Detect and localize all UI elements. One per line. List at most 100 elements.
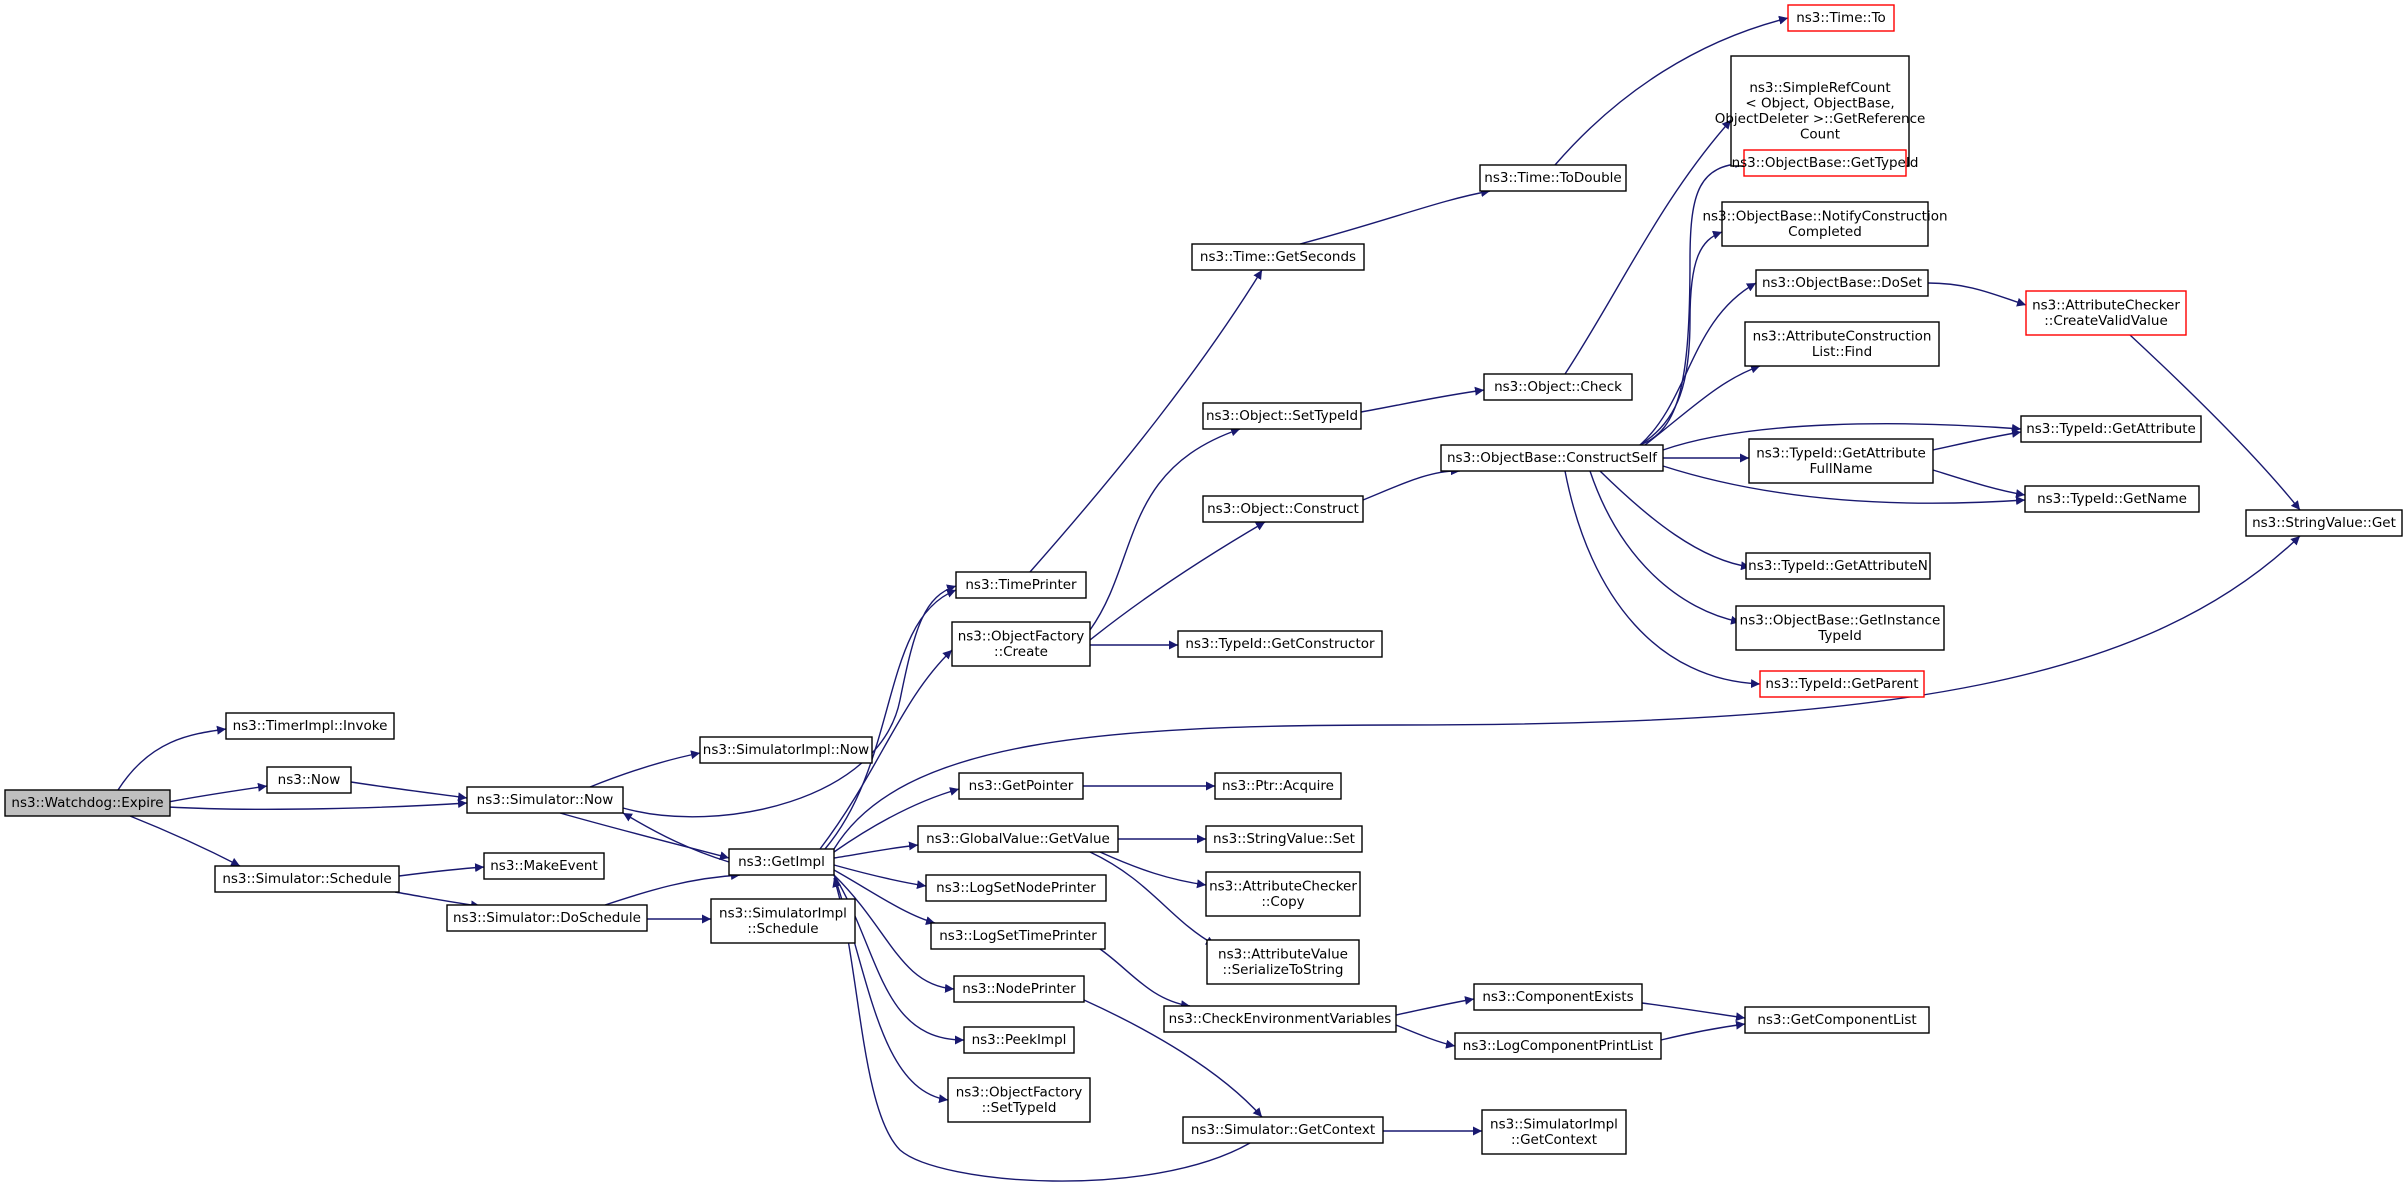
edge-now-to-sim_now bbox=[350, 781, 468, 802]
node-time-todouble[interactable]: ns3::Time::ToDouble bbox=[1479, 164, 1627, 192]
node-label: ::GetContext bbox=[1511, 1132, 1597, 1148]
node-objfactory-settypeid[interactable]: ns3::ObjectFactory::SetTypeId bbox=[947, 1077, 1091, 1123]
node-getcomponentlist[interactable]: ns3::GetComponentList bbox=[1744, 1006, 1930, 1034]
node-label: ::CreateValidValue bbox=[2044, 313, 2168, 329]
node-label: ns3::CheckEnvironmentVariables bbox=[1169, 1011, 1392, 1027]
node-box bbox=[1205, 871, 1361, 917]
node-objbase-doset[interactable]: ns3::ObjectBase::DoSet bbox=[1755, 269, 1929, 297]
node-box bbox=[1743, 149, 1907, 177]
edge-time_todouble-to-time_to bbox=[1554, 15, 1789, 166]
node-makeevent[interactable]: ns3::MakeEvent bbox=[483, 852, 605, 880]
node-logcomponentprintlist[interactable]: ns3::LogComponentPrintList bbox=[1454, 1032, 1662, 1060]
node-box bbox=[2025, 290, 2187, 336]
node-label: ns3::TypeId::GetParent bbox=[1765, 676, 1918, 692]
node-label: ns3::TypeId::GetName bbox=[2037, 491, 2187, 507]
node-label: ns3::SimulatorImpl::Now bbox=[703, 742, 869, 758]
node-attrvalue-serialize[interactable]: ns3::AttributeValue::SerializeToString bbox=[1206, 939, 1360, 985]
node-time-to[interactable]: ns3::Time::To bbox=[1787, 4, 1895, 32]
node-simimpl-getcontext[interactable]: ns3::SimulatorImpl::GetContext bbox=[1481, 1109, 1627, 1155]
node-simimpl-schedule[interactable]: ns3::SimulatorImpl::Schedule bbox=[710, 898, 856, 944]
node-label: < Object, ObjectBase, bbox=[1745, 95, 1894, 111]
node-label: ns3::MakeEvent bbox=[490, 858, 598, 874]
edge-gv_getvalue-to-attrchecker_copy bbox=[1099, 851, 1207, 889]
node-expire[interactable]: ns3::Watchdog::Expire bbox=[4, 789, 171, 817]
node-box bbox=[1191, 243, 1365, 271]
edge-object_settypeid-to-object_check bbox=[1360, 386, 1485, 413]
node-sim-now[interactable]: ns3::Simulator::Now bbox=[466, 786, 624, 814]
node-box bbox=[1163, 1005, 1397, 1033]
edge-getimpl-to-gv_getvalue bbox=[833, 841, 919, 859]
node-box bbox=[1483, 373, 1633, 401]
node-label: ns3::LogComponentPrintList bbox=[1463, 1038, 1653, 1054]
node-attrchecker-createvalid[interactable]: ns3::AttributeChecker::CreateValidValue bbox=[2025, 290, 2187, 336]
node-label: ns3::Now bbox=[278, 772, 341, 788]
node-objfactory-create[interactable]: ns3::ObjectFactory::Create bbox=[951, 621, 1091, 667]
node-label: ns3::Object::Check bbox=[1494, 379, 1622, 395]
node-typeid-getattribute[interactable]: ns3::TypeId::GetAttribute bbox=[2020, 415, 2202, 443]
node-label: ns3::Simulator::Schedule bbox=[222, 871, 391, 887]
node-attrchecker-copy[interactable]: ns3::AttributeChecker::Copy bbox=[1205, 871, 1361, 917]
node-label: ns3::Simulator::DoSchedule bbox=[453, 910, 641, 926]
edge-objfactory_create-to-object_settypeid bbox=[1089, 427, 1241, 631]
node-object-check[interactable]: ns3::Object::Check bbox=[1483, 373, 1633, 401]
node-box bbox=[958, 772, 1084, 800]
node-box bbox=[2020, 415, 2202, 443]
node-time-getseconds[interactable]: ns3::Time::GetSeconds bbox=[1191, 243, 1365, 271]
edge-objbase_constructself-to-attrconstruction_find bbox=[1644, 364, 1761, 446]
edge-sim_doschedule-to-getimpl bbox=[604, 871, 741, 906]
node-objbase-gettypeid[interactable]: ns3::ObjectBase::GetTypeId bbox=[1732, 149, 1919, 177]
node-objbase-constructself[interactable]: ns3::ObjectBase::ConstructSelf bbox=[1440, 444, 1664, 472]
node-logsetnodeprinter[interactable]: ns3::LogSetNodePrinter bbox=[925, 874, 1107, 902]
node-typeid-getparent[interactable]: ns3::TypeId::GetParent bbox=[1759, 670, 1925, 698]
node-box bbox=[951, 621, 1091, 667]
node-typeid-getattributen[interactable]: ns3::TypeId::GetAttributeN bbox=[1745, 552, 1931, 580]
node-now[interactable]: ns3::Now bbox=[266, 766, 352, 794]
edge-expire-to-timerimpl_invoke bbox=[117, 725, 227, 791]
node-objbase-notify[interactable]: ns3::ObjectBase::NotifyConstructionCompl… bbox=[1702, 201, 1948, 247]
node-sim-schedule[interactable]: ns3::Simulator::Schedule bbox=[214, 865, 400, 893]
node-simplerefcount[interactable]: ns3::SimpleRefCount< Object, ObjectBase,… bbox=[1715, 55, 1926, 167]
node-sim-doschedule[interactable]: ns3::Simulator::DoSchedule bbox=[446, 904, 648, 932]
node-object-construct[interactable]: ns3::Object::Construct bbox=[1202, 495, 1364, 523]
node-checkenv[interactable]: ns3::CheckEnvironmentVariables bbox=[1163, 1005, 1397, 1033]
node-label: ns3::TimerImpl::Invoke bbox=[233, 718, 388, 734]
node-ptr-acquire[interactable]: ns3::Ptr::Acquire bbox=[1214, 772, 1342, 800]
node-label: ns3::GlobalValue::GetValue bbox=[926, 831, 1110, 847]
edge-attrchecker_createvalid-to-stringvalue_get bbox=[2129, 334, 2301, 511]
node-object-settypeid[interactable]: ns3::Object::SetTypeId bbox=[1202, 402, 1362, 430]
node-timeprinter[interactable]: ns3::TimePrinter bbox=[955, 571, 1087, 599]
node-label: ns3::Time::ToDouble bbox=[1484, 170, 1621, 186]
node-label: ns3::StringValue::Set bbox=[1213, 831, 1355, 847]
node-logsettimeprinter[interactable]: ns3::LogSetTimePrinter bbox=[930, 922, 1106, 950]
node-simimpl-now[interactable]: ns3::SimulatorImpl::Now bbox=[699, 736, 873, 764]
edge-gv_getvalue-to-attrvalue_serialize bbox=[1089, 851, 1216, 946]
node-nodeprinter[interactable]: ns3::NodePrinter bbox=[953, 975, 1085, 1003]
node-peekimpl[interactable]: ns3::PeekImpl bbox=[963, 1026, 1075, 1054]
node-typeid-getname[interactable]: ns3::TypeId::GetName bbox=[2024, 485, 2200, 513]
node-label: ns3::Object::Construct bbox=[1207, 501, 1359, 517]
node-label: ns3::Ptr::Acquire bbox=[1222, 778, 1334, 794]
edge-object_check-to-simplerefcount bbox=[1564, 119, 1732, 375]
node-stringvalue-set[interactable]: ns3::StringValue::Set bbox=[1205, 825, 1363, 853]
node-timerimpl-invoke[interactable]: ns3::TimerImpl::Invoke bbox=[225, 712, 395, 740]
node-stringvalue-get[interactable]: ns3::StringValue::Get bbox=[2245, 509, 2403, 537]
edge-objbase_constructself-to-objbase_doset bbox=[1639, 282, 1757, 446]
edge-objbase_constructself-to-typeid_getparent bbox=[1564, 470, 1761, 689]
node-sim-getcontext[interactable]: ns3::Simulator::GetContext bbox=[1182, 1116, 1384, 1144]
node-label: ObjectDeleter >::GetReference bbox=[1715, 111, 1926, 127]
node-label: ns3::Watchdog::Expire bbox=[11, 795, 163, 811]
edge-sim_getcontext-to-getimpl bbox=[832, 877, 1251, 1182]
node-label: ::SetTypeId bbox=[982, 1100, 1057, 1116]
node-componentexists[interactable]: ns3::ComponentExists bbox=[1473, 983, 1643, 1011]
node-label: ns3::TypeId::GetAttribute bbox=[2026, 421, 2196, 437]
node-gv-getvalue[interactable]: ns3::GlobalValue::GetValue bbox=[917, 825, 1119, 853]
node-getimpl[interactable]: ns3::GetImpl bbox=[728, 848, 835, 876]
node-label: ns3::TypeId::GetConstructor bbox=[1185, 636, 1375, 652]
node-label: ns3::SimpleRefCount bbox=[1749, 80, 1890, 96]
node-typeid-getconstructor[interactable]: ns3::TypeId::GetConstructor bbox=[1177, 630, 1383, 658]
node-label: ns3::ComponentExists bbox=[1482, 989, 1633, 1005]
node-getpointer[interactable]: ns3::GetPointer bbox=[958, 772, 1084, 800]
